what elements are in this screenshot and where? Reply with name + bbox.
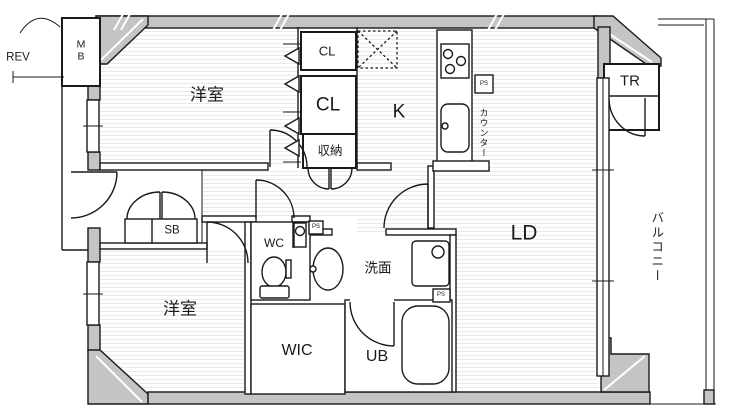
walk-in-closet-label: WIC [281,342,313,359]
hand-basin-icon [293,222,307,248]
kitchen-counter [432,29,490,172]
stove-icon [440,43,470,79]
washroom-label: 洗面 [364,260,392,276]
pipe-space-boxes [308,74,494,303]
closet-large-label: CL [315,94,341,116]
toilet-icon [259,256,292,299]
closet-boxes [300,31,357,169]
bathtub-icon [401,305,450,385]
shoe-box-label: SB [164,224,180,237]
refrigerator-space-icon [357,30,398,69]
washing-machine-icon [411,240,450,287]
kitchen-label: K [392,101,406,123]
balcony-label: バルコニー [649,210,664,284]
rev-label: REV [6,51,30,64]
walk-in-closet-box [250,303,346,395]
meter-box-label: MB [76,38,86,62]
pipe-space-bath-label: PS [436,292,446,298]
toilet-room-label: WC [264,236,284,250]
living-dining-label: LD [510,221,538,245]
balcony-railing [650,18,716,405]
wall-break-marks [113,13,505,31]
shoe-box [124,191,198,244]
room-label-top: 洋室 [190,85,224,105]
vanity-sink-icon [309,247,344,291]
trunk-room-label: TR [620,72,640,90]
windows [83,77,614,377]
kitchen-sink-icon [440,103,470,153]
pipe-space-kitchen-label: PS [479,81,489,87]
counter-label: カウンター [478,108,489,158]
meter-box [61,17,101,87]
storage-label: 収納 [317,143,343,158]
unit-bath-label: UB [365,348,389,365]
rev-annotation [12,17,64,83]
closet-small-label: CL [318,43,336,59]
folding-doors [283,43,301,163]
room-label-bottom: 洋室 [163,299,197,319]
pipe-space-wc-label: PS [311,224,321,230]
